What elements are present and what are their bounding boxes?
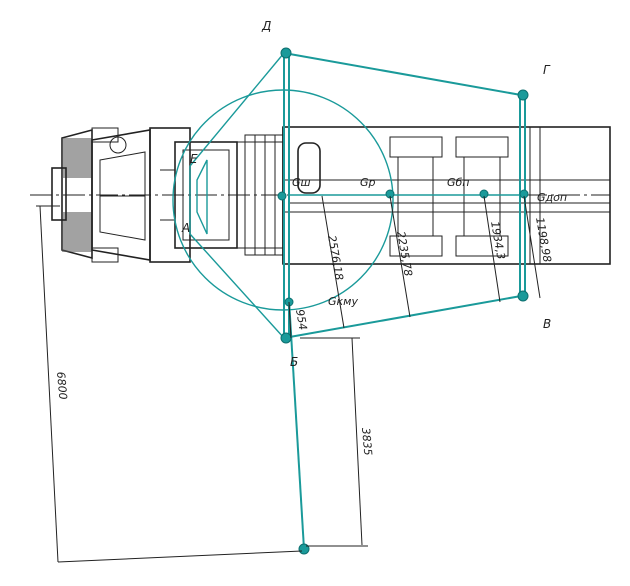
label-gdop: Gдоп <box>537 191 567 204</box>
wheel-block <box>389 235 443 257</box>
wheel-block <box>455 235 509 257</box>
dim-2235: 2235,78 <box>394 230 415 277</box>
node-v <box>517 290 529 302</box>
dimension-lines <box>36 195 541 563</box>
label-d: Д <box>261 19 271 33</box>
wheel-block <box>389 136 443 158</box>
node-g <box>517 89 529 101</box>
dim-954: 954 <box>293 308 309 331</box>
label-a: А <box>181 221 190 235</box>
truck-cab <box>51 127 321 263</box>
label-v: В <box>543 317 551 331</box>
label-gbp: Gбп <box>447 176 470 189</box>
label-gsh: Gш <box>292 176 311 189</box>
label-e: Е <box>190 152 198 166</box>
outrigger-hex <box>196 159 208 235</box>
dim-1198: 1198,98 <box>533 216 554 263</box>
node-b <box>280 332 292 344</box>
point-labels: Д Г В Б Е А <box>181 19 551 369</box>
node-gsh <box>277 191 287 201</box>
label-gkmu: Gкму <box>328 295 358 308</box>
boom-line <box>288 299 305 550</box>
dim-2576: 2576,18 <box>325 234 346 281</box>
label-g: Г <box>543 63 551 77</box>
dim-3835: 3835 <box>359 427 374 456</box>
dimension-labels: 2576,18 2235,78 1934,3 1198,98 954 3835 … <box>54 216 554 456</box>
label-b: Б <box>290 355 298 369</box>
label-gr: Gр <box>360 176 376 189</box>
wheel-block <box>455 136 509 158</box>
node-d <box>280 47 292 59</box>
dim-6800: 6800 <box>54 371 69 400</box>
force-labels: Gш Gр Gбп Gдоп Gкму <box>292 176 567 308</box>
nodes <box>277 47 529 555</box>
